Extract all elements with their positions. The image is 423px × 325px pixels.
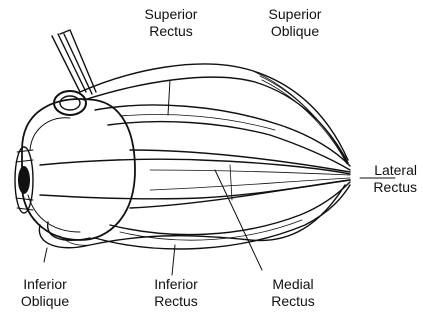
label-medial-rectus: Medial Rectus: [262, 276, 324, 310]
label-lateral-rectus: Lateral Rectus: [350, 162, 417, 196]
label-inferior-oblique: Inferior Oblique: [12, 276, 78, 310]
eyeball: [22, 99, 135, 240]
label-superior-rectus: Superior Rectus: [140, 6, 202, 40]
inferior-oblique-muscle: [39, 185, 345, 248]
leader-lines: [44, 170, 395, 270]
label-superior-oblique: Superior Oblique: [258, 6, 332, 40]
trochlea-loop: [54, 91, 86, 115]
trochlea-tendon: [52, 30, 96, 94]
superior-rectus-muscle: [95, 80, 350, 170]
label-inferior-rectus: Inferior Rectus: [145, 276, 207, 310]
